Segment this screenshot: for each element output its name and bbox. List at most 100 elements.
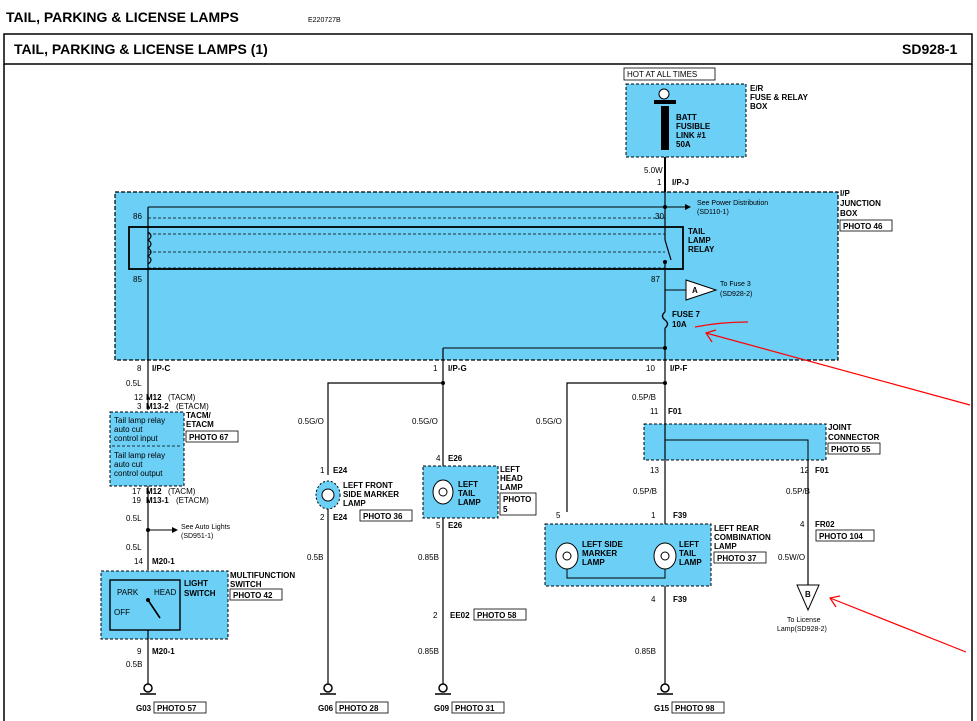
offpage-connector-a-icon (685, 279, 718, 301)
section-header-bar (3, 33, 973, 65)
svg-text:(TACM): (TACM) (168, 393, 196, 402)
svg-text:G09: G09 (434, 704, 450, 713)
svg-text:FUSE 7: FUSE 7 (672, 310, 701, 319)
svg-text:M12: M12 (146, 487, 162, 496)
svg-text:19: 19 (132, 496, 141, 505)
svg-text:PHOTO 36: PHOTO 36 (363, 512, 403, 521)
svg-text:PHOTO: PHOTO (503, 495, 531, 504)
fusible-link-icon (661, 106, 669, 150)
svg-text:F01: F01 (815, 466, 829, 475)
light-switch (109, 579, 181, 631)
svg-text:0.5P/B: 0.5P/B (786, 487, 810, 496)
svg-text:HEAD: HEAD (154, 588, 176, 597)
svg-text:LEFT: LEFT (458, 480, 478, 489)
fuse-icon (661, 311, 669, 329)
svg-text:HEAD: HEAD (500, 474, 523, 483)
svg-text:E26: E26 (448, 454, 463, 463)
svg-text:I/P: I/P (840, 189, 850, 198)
svg-text:11: 11 (650, 407, 659, 416)
svg-text:1: 1 (433, 364, 438, 373)
ip-junction-box (114, 191, 839, 361)
svg-text:M13-1: M13-1 (146, 496, 169, 505)
svg-text:PARK: PARK (117, 588, 139, 597)
arrow-right-icon (685, 204, 691, 210)
section-title: TAIL, PARKING & LICENSE LAMPS (1) (14, 41, 268, 57)
svg-text:LAMP: LAMP (714, 542, 737, 551)
svg-text:LAMP: LAMP (500, 483, 523, 492)
svg-text:5.0W: 5.0W (644, 166, 663, 175)
svg-text:8: 8 (137, 364, 142, 373)
svg-text:10: 10 (646, 364, 655, 373)
svg-text:F39: F39 (673, 511, 687, 520)
svg-text:auto cut: auto cut (114, 425, 143, 434)
ground-g06-icon (323, 683, 333, 693)
annotation-underline (694, 321, 749, 328)
svg-text:PHOTO 55: PHOTO 55 (831, 445, 871, 454)
svg-text:PHOTO 58: PHOTO 58 (477, 611, 517, 620)
svg-text:TAIL: TAIL (458, 489, 475, 498)
svg-text:LAMP: LAMP (679, 558, 702, 567)
svg-text:M20-1: M20-1 (152, 557, 175, 566)
left-side-marker-lamp-icon (555, 542, 579, 570)
svg-text:LEFT REAR: LEFT REAR (714, 524, 759, 533)
svg-text:4: 4 (800, 520, 805, 529)
svg-text:HOT AT ALL TIMES: HOT AT ALL TIMES (627, 70, 697, 79)
svg-text:I/P-C: I/P-C (152, 364, 170, 373)
svg-text:G15: G15 (654, 704, 670, 713)
svg-text:ETACM: ETACM (186, 420, 214, 429)
er-fuse-relay-box (625, 83, 747, 158)
svg-text:SWITCH: SWITCH (184, 589, 216, 598)
left-tail-lamp-icon (432, 479, 454, 505)
svg-text:0.5G/O: 0.5G/O (412, 417, 438, 426)
svg-text:0.5L: 0.5L (126, 514, 142, 523)
svg-text:(TACM): (TACM) (168, 487, 196, 496)
svg-text:5: 5 (556, 511, 561, 520)
switch-contact-icon (147, 599, 161, 619)
svg-text:EE02: EE02 (450, 611, 470, 620)
svg-text:SWITCH: SWITCH (230, 580, 262, 589)
svg-text:1: 1 (651, 511, 656, 520)
svg-text:3: 3 (137, 402, 142, 411)
svg-text:2: 2 (320, 513, 325, 522)
svg-text:(ETACM): (ETACM) (176, 496, 209, 505)
ground-g09-icon (438, 683, 448, 693)
svg-text:0.5P/B: 0.5P/B (633, 487, 657, 496)
svg-text:LAMP: LAMP (688, 236, 711, 245)
svg-text:PHOTO 42: PHOTO 42 (233, 591, 273, 600)
svg-text:Tail lamp relay: Tail lamp relay (114, 416, 165, 425)
svg-text:17: 17 (132, 487, 141, 496)
svg-text:1: 1 (320, 466, 325, 475)
svg-text:87: 87 (651, 275, 660, 284)
svg-text:To License: To License (787, 617, 821, 624)
svg-text:Lamp(SD928-2): Lamp(SD928-2) (777, 626, 827, 633)
svg-text:1: 1 (657, 178, 662, 187)
svg-text:RELAY: RELAY (688, 245, 715, 254)
offpage-connector-b-icon (796, 584, 820, 612)
svg-text:FR02: FR02 (815, 520, 835, 529)
svg-text:(ETACM): (ETACM) (176, 402, 209, 411)
svg-text:2: 2 (433, 611, 438, 620)
svg-text:BATT: BATT (676, 113, 697, 122)
svg-text:85: 85 (133, 275, 142, 284)
svg-text:LINK #1: LINK #1 (676, 131, 706, 140)
svg-text:14: 14 (134, 557, 143, 566)
svg-text:M20-1: M20-1 (152, 647, 175, 656)
svg-text:10A: 10A (672, 320, 687, 329)
svg-text:E26: E26 (448, 521, 463, 530)
svg-text:LEFT FRONT: LEFT FRONT (343, 481, 393, 490)
svg-text:(SD951-1): (SD951-1) (181, 533, 213, 540)
tacm-etacm-module (109, 411, 185, 487)
svg-text:To Fuse 3: To Fuse 3 (720, 281, 751, 288)
svg-text:TAIL: TAIL (688, 227, 705, 236)
multifunction-switch (100, 570, 229, 640)
svg-text:TAIL: TAIL (679, 549, 696, 558)
svg-text:JOINT: JOINT (828, 423, 852, 432)
svg-text:F39: F39 (673, 595, 687, 604)
svg-text:CONNECTOR: CONNECTOR (828, 433, 880, 442)
relay-switch-icon (664, 239, 672, 261)
svg-text:0.5B: 0.5B (126, 660, 142, 669)
svg-text:A: A (692, 286, 698, 295)
joint-connector (643, 423, 827, 461)
svg-text:PHOTO 57: PHOTO 57 (157, 704, 197, 713)
svg-text:BOX: BOX (750, 102, 768, 111)
